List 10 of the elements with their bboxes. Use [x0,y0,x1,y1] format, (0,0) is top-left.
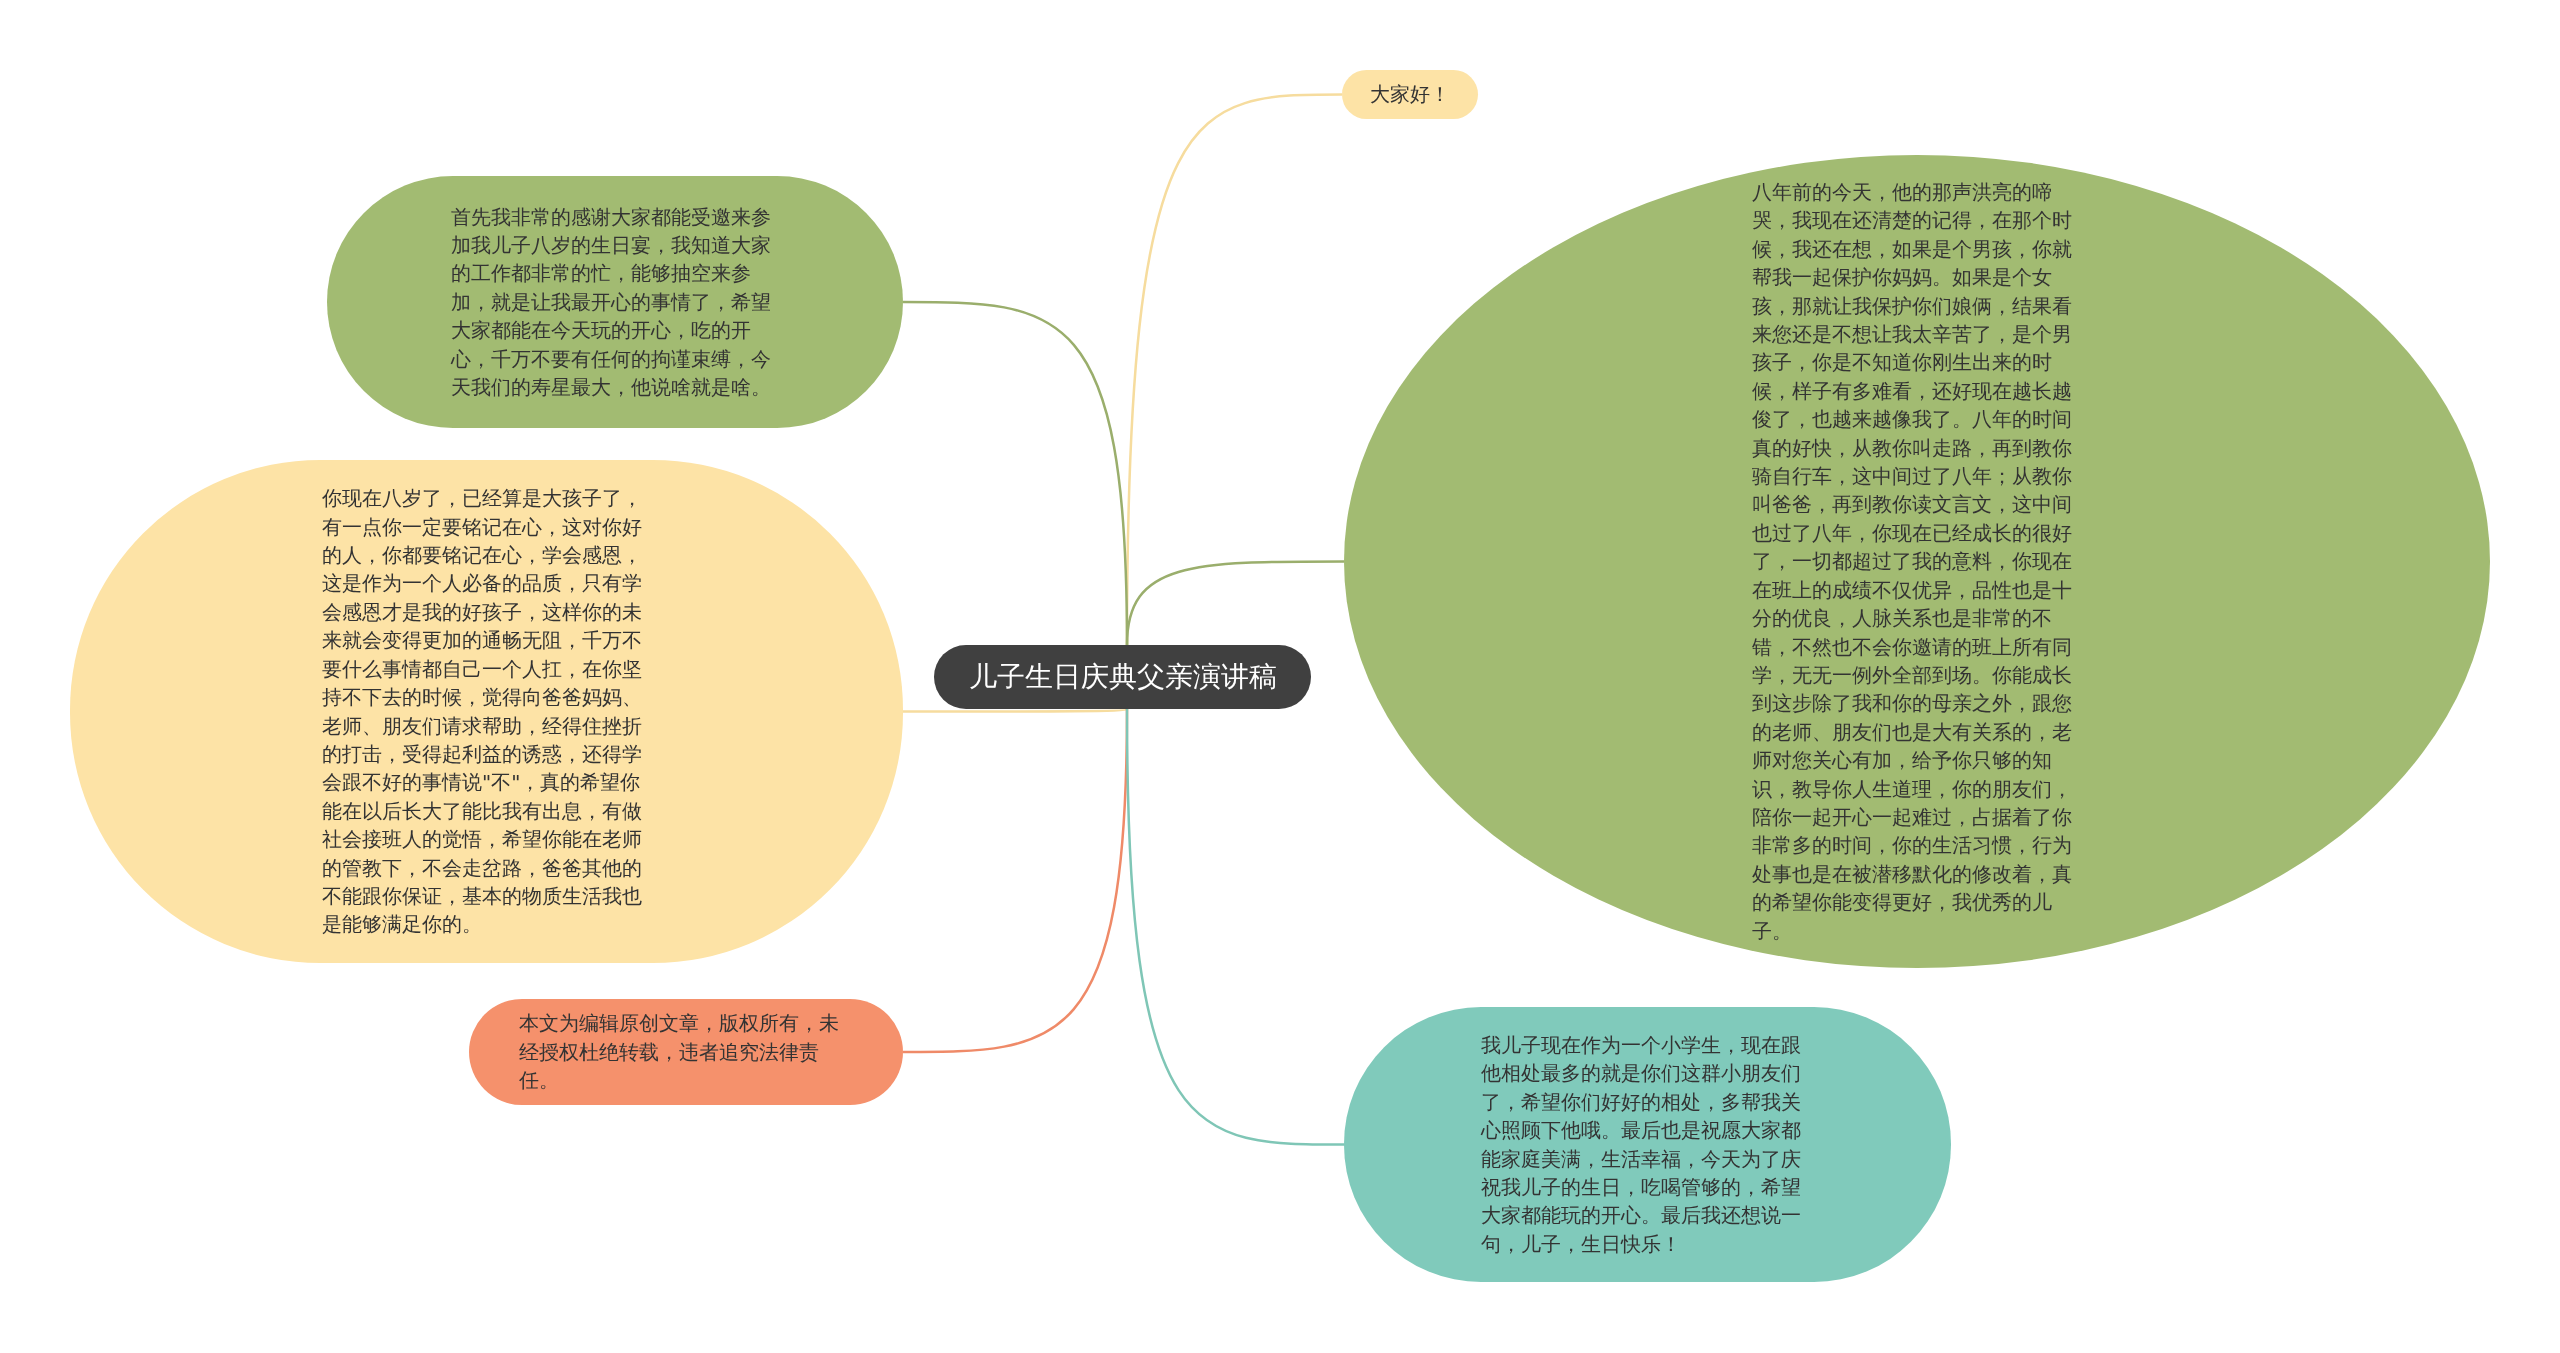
topic-bubble: 大家好！ [1342,70,1478,119]
topic-bubble: 我儿子现在作为一个小学生，现在跟他相处最多的就是你们这群小朋友们了，希望你们好好的相处，多帮我关心照顾下他哦。最后也是祝愿大家都能家庭美满，生活幸福，今天为了庆祝我儿子的生日，吃喝管够的，希望大家都能玩的开心。最后我还想说一句，儿子，生日快乐！ [1344,1007,1951,1282]
topic-bubble: 首先我非常的感谢大家都能受邀来参加我儿子八岁的生日宴，我知道大家的工作都非常的忙，能够抽空来参加，就是让我最开心的事情了，希望大家都能在今天玩的开心，吃的开心，千万不要有任何的拘谨束缚，今天我们的寿星最大，他说啥就是啥。 [327,176,903,428]
topic-bubble: 本文为编辑原创文章，版权所有，未经授权杜绝转载，违者追究法律责任。 [469,999,903,1105]
connector-line [1125,709,1344,1146]
topic-ellipse: 八年前的今天，他的那声洪亮的啼哭，我现在还清楚的记得，在那个时候，我还在想，如果是个男孩，你就帮我一起保护你妈妈。如果是个女孩，那就让我保护你们娘俩，结果看来您还是不想让我太辛苦了，是个男孩子，你是不知道你刚生出来的时候，样子有多难看，还好现在越长越俊了，也越来越像我了。八年的时间真的好快，从教你叫走路，再到教你骑自行车，这中间过了八年；从教你叫爸爸，再到教你读文言文，这中间也过了八年，你现在已经成长的很好了，一切都超过了我的意料，你现在在班上的成绩不仅优异，品性也是十分的优良，人脉关系也是非常的不错，不然也不会你邀请的班上所有同学，无无一例外全部到场。你能成长到这步除了我和你的母亲之外，跟您的老师、朋友们也是大有关系的，老师对您关心有加，给予你只够的知识，教导你人生道理，你的朋友们，陪你一起开心一起难过，占据着了你非常多的时间，你的生活习惯，行为处事也是在被潜移默化的修改着，真的希望你能变得更好，我优秀的儿子。 [1344,155,2490,968]
topic-bubble: 你现在八岁了，已经算是大孩子了，有一点你一定要铭记在心，这对你好的人，你都要铭记在心，学会感恩，这是作为一个人必备的品质，只有学会感恩才是我的好孩子，这样你的未来就会变得更加的通畅无阻，千万不要什么事情都自己一个人扛，在你坚持不下去的时候，觉得向爸爸妈妈、老师、朋友们请求帮助，经得住挫折的打击，受得起利益的诱惑，还得学会跟不好的事情说"不"，真的希望你能在以后长大了能比我有出息，有做社会接班人的觉悟，希望你能在老师的管教下，不会走岔路，爸爸其他的不能跟你保证，基本的物质生活我也是能够满足你的。 [70,460,903,963]
topic-box: 儿子生日庆典父亲演讲稿 [934,645,1311,709]
connector-line [1125,560,1344,646]
connector-line [903,707,1128,713]
